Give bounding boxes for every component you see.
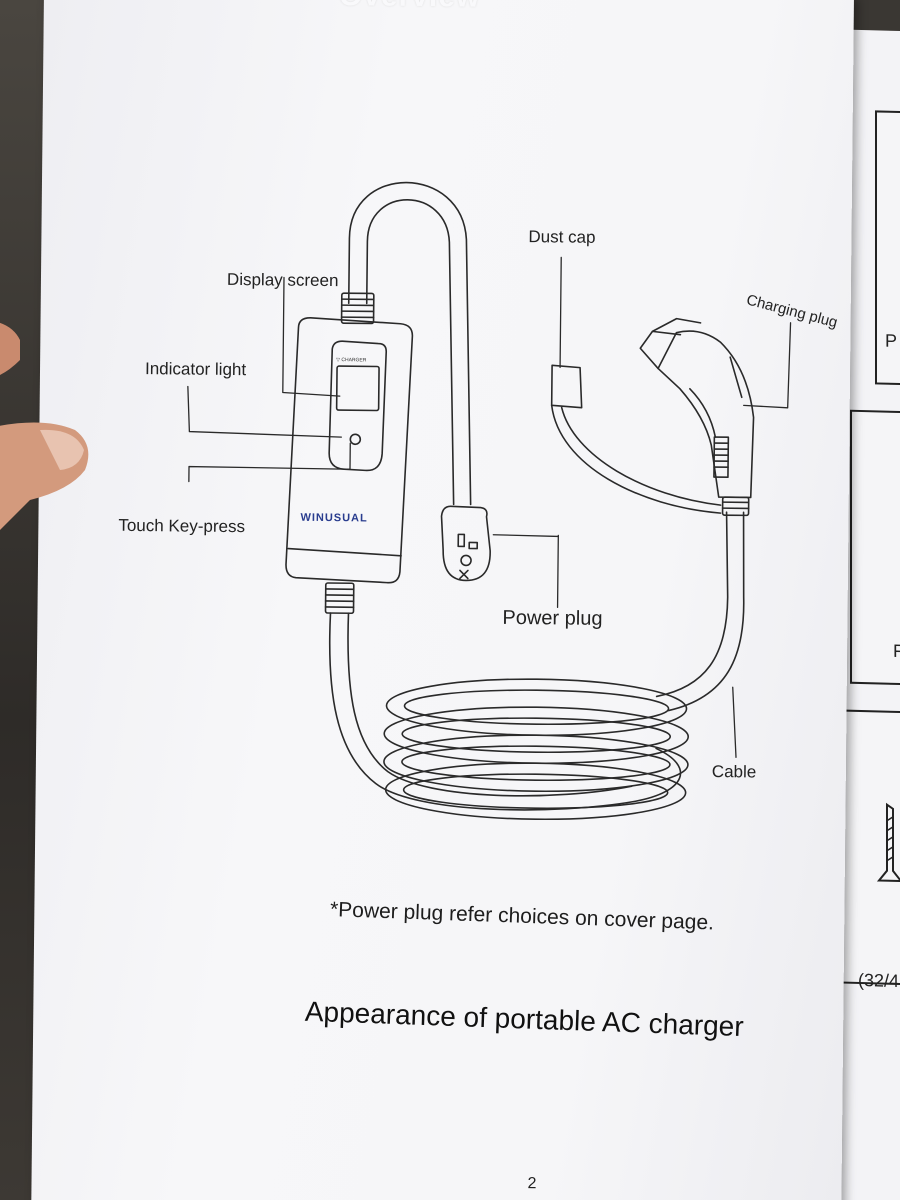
label-indicator-light: Indicator light — [144, 359, 247, 380]
brand-logo: WINUSUAL — [300, 512, 367, 525]
label-dust-cap: Dust cap — [528, 227, 596, 247]
adjacent-page: P F (32/4 — [790, 28, 900, 1200]
display-screen — [335, 365, 380, 412]
adjacent-text-1: P — [885, 330, 898, 351]
adjacent-text-3: (32/4 — [858, 969, 900, 992]
label-touch-key-press: Touch Key-press — [118, 515, 246, 537]
bottom-strain-relief — [324, 582, 355, 615]
cable-coil — [383, 678, 690, 821]
hand-thumb — [0, 322, 89, 530]
touch-key — [349, 433, 362, 446]
svg-text:▽ CHARGER: ▽ CHARGER — [336, 357, 367, 363]
dust-cap-drawing — [550, 364, 722, 514]
page-number: 2 — [527, 1175, 537, 1193]
upper-cable — [347, 181, 472, 506]
label-cable: Cable — [711, 762, 757, 782]
leader-lines — [187, 256, 792, 758]
lower-cable — [328, 612, 682, 811]
charger-illustration: ▽ CHARGER WINUSUAL — [187, 181, 792, 821]
adjacent-text-2: F — [893, 640, 900, 662]
power-plug-drawing — [440, 505, 491, 582]
label-power-plug: Power plug — [502, 606, 603, 630]
charging-plug-drawing — [639, 317, 755, 517]
screw-icon — [876, 802, 900, 883]
label-display-screen: Display screen — [226, 269, 339, 291]
top-strain-relief — [340, 292, 375, 325]
manual-page: Overview — [31, 0, 854, 1200]
control-box — [285, 317, 414, 584]
